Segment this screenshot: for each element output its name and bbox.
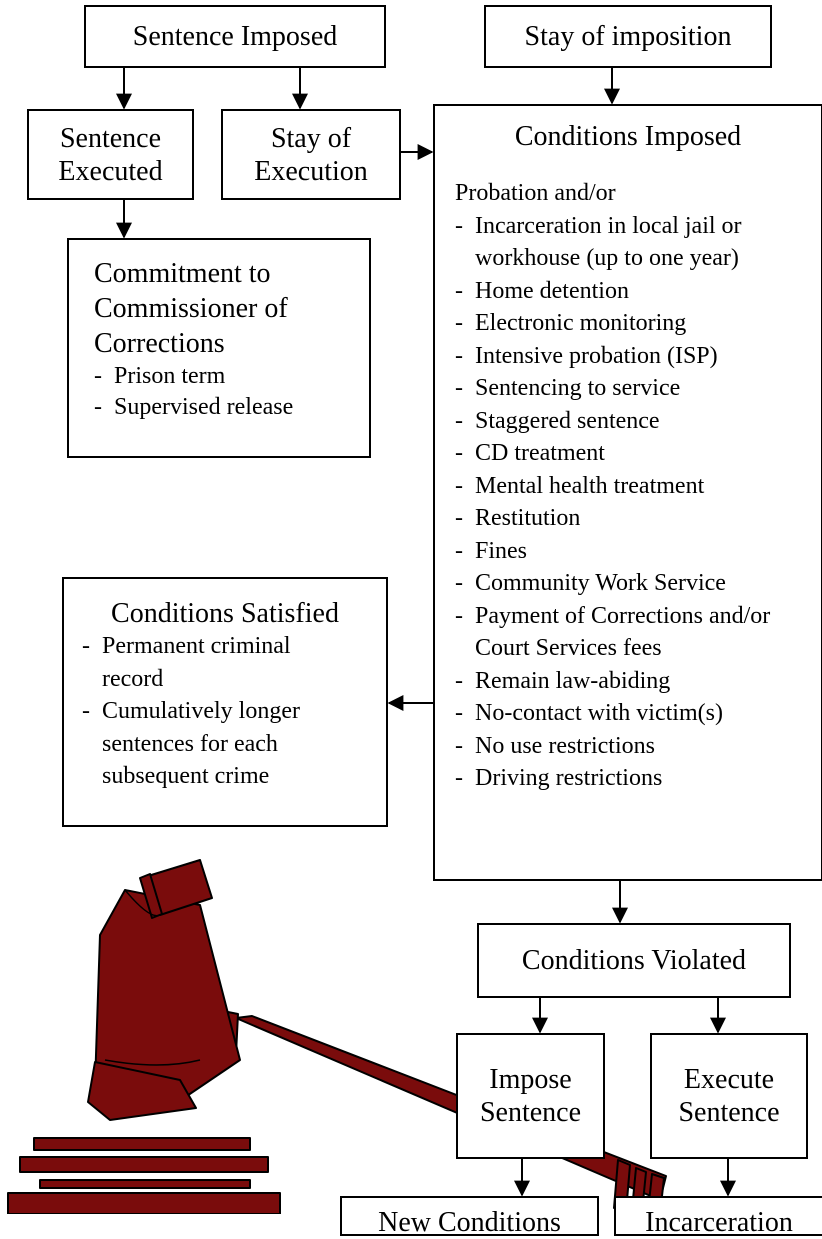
conditions-imposed-list: Incarceration in local jail or workhouse… [455,210,805,795]
list-item: Prison term [94,361,369,392]
node-label-line2: Execution [254,155,368,187]
list-item: No-contact with victim(s) [455,697,805,730]
node-label-line1: Impose [489,1064,572,1095]
conditions-violated-node: Conditions Violated [477,923,791,998]
new-conditions-node: New Conditions [340,1196,599,1238]
node-label-line1: Stay of [270,122,352,154]
list-item: Payment of Corrections and/or Court Serv… [455,600,805,665]
execute-sentence-node: Execute Sentence [650,1033,808,1159]
list-item: Permanent criminal record [82,630,352,695]
commitment-node: Commitment to Commissioner of Correction… [67,238,371,458]
list-item: Sentencing to service [455,372,805,405]
list-item: Cumulatively longer sentences for each s… [82,695,352,793]
list-item: Incarceration in local jail or workhouse… [455,210,805,275]
list-item: Restitution [455,502,805,535]
list-item: Supervised release [94,392,369,423]
list-item: Electronic monitoring [455,307,805,340]
incarceration-node: Incarceration [614,1196,822,1238]
list-item: Staggered sentence [455,405,805,438]
list-item: CD treatment [455,437,805,470]
list-item: Intensive probation (ISP) [455,340,805,373]
node-label: New Conditions [378,1207,561,1238]
conditions-imposed-intro: Probation and/or [455,180,616,206]
conditions-imposed-node: Conditions Imposed Probation and/or Inca… [433,104,822,881]
commitment-title: Commitment to Commissioner of Correction… [94,258,288,359]
impose-sentence-node: Impose Sentence [456,1033,605,1159]
node-label: Incarceration [645,1207,793,1238]
list-item: Driving restrictions [455,762,805,795]
list-item: No use restrictions [455,730,805,763]
list-item: Remain law-abiding [455,665,805,698]
node-label-line2: Sentence [479,1097,582,1128]
list-item: Community Work Service [455,567,805,600]
stay-of-imposition-node: Stay of imposition [484,5,772,68]
conditions-satisfied-list: Permanent criminal record Cumulatively l… [82,630,352,793]
sentence-executed-node: Sentence Executed [27,109,194,200]
conditions-imposed-title: Conditions Imposed [514,121,742,152]
node-label: Sentence Imposed [132,21,338,52]
list-item: Mental health treatment [455,470,805,503]
conditions-satisfied-node: Conditions Satisfied Permanent criminal … [62,577,388,827]
list-item: Fines [455,535,805,568]
stay-of-execution-node: Stay of Execution [221,109,401,200]
node-label: Conditions Violated [521,945,747,976]
node-label: Stay of imposition [524,21,732,52]
node-label-line1: Sentence [59,122,162,154]
node-label-line1: Execute [683,1064,775,1095]
node-label-line2: Executed [58,155,163,187]
list-item: Home detention [455,275,805,308]
node-label-line2: Sentence [678,1097,780,1128]
sentence-imposed-node: Sentence Imposed [84,5,386,68]
conditions-satisfied-title: Conditions Satisfied [111,598,339,629]
commitment-list: Prison term Supervised release [94,361,369,423]
